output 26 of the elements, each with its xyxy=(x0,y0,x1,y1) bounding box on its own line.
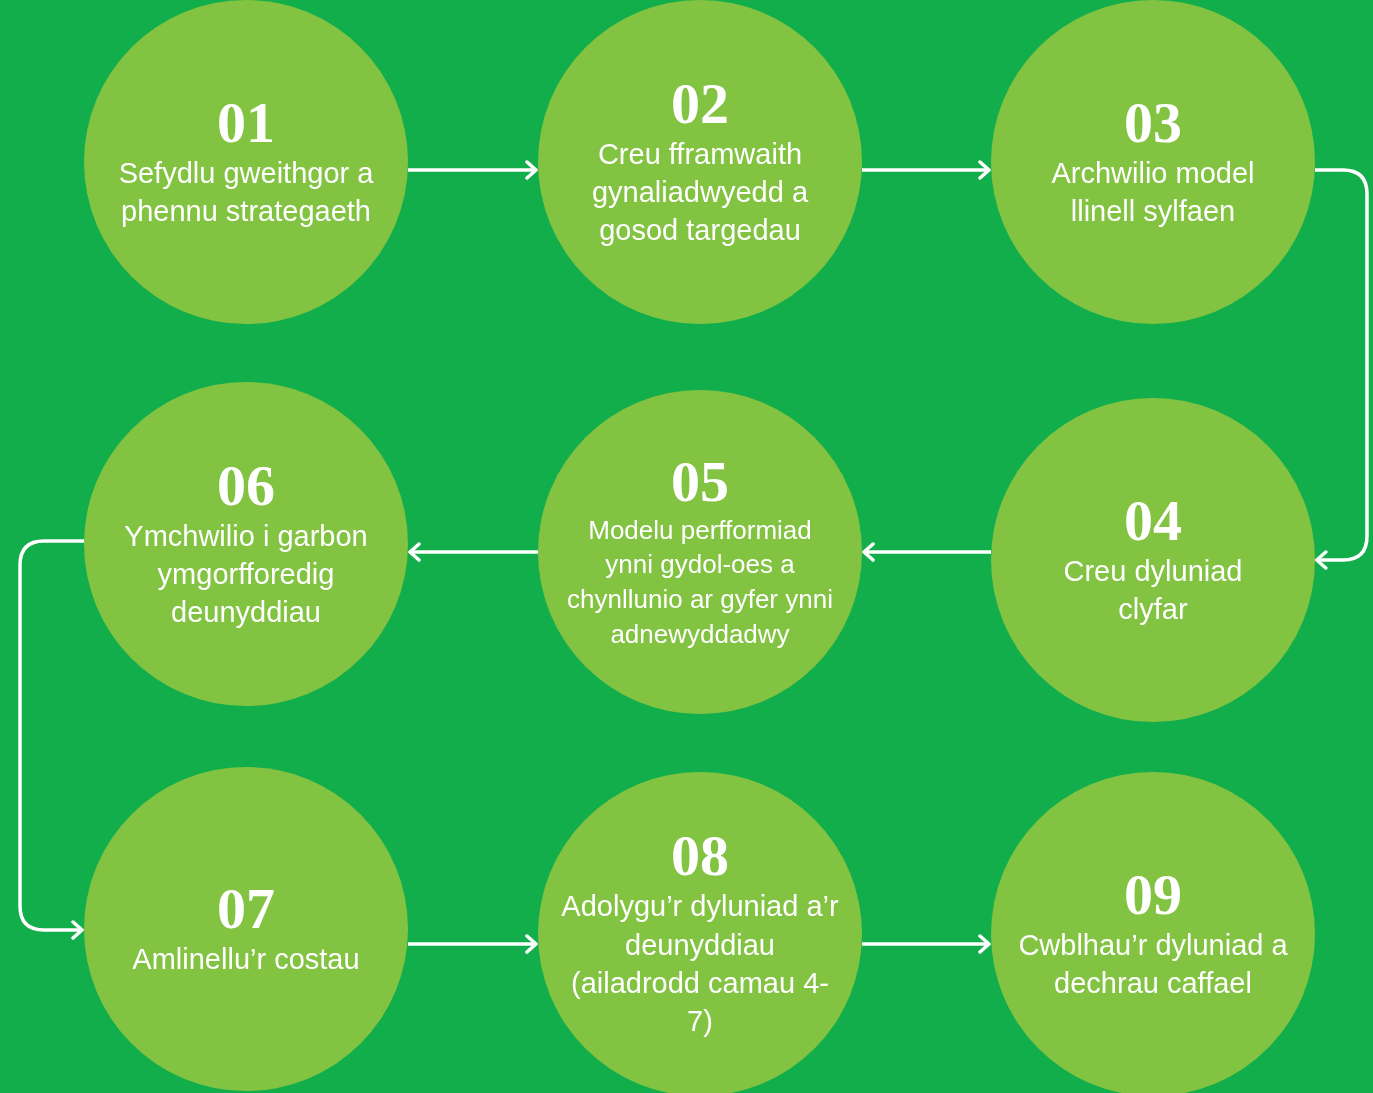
step-number: 03 xyxy=(1124,93,1182,152)
step-number: 08 xyxy=(671,827,729,886)
arrow xyxy=(862,934,991,954)
arrow xyxy=(408,934,538,954)
arrow xyxy=(1315,168,1369,570)
step-description: Sefydlu gweithgor a phennu strategaeth xyxy=(117,155,375,229)
arrow xyxy=(862,160,991,180)
step-number: 02 xyxy=(671,74,729,133)
step-description: Modelu perfformiad ynni gydol-oes a chynllunio ar gyfer ynni adnewyddadwy xyxy=(566,513,834,651)
step-description: Creu fframwaith gynaliadwyedd a gosod targedau xyxy=(590,136,809,249)
step-description: Amlinellu’r costau xyxy=(131,941,361,977)
step-description: Creu dyluniad clyfar xyxy=(1062,553,1244,627)
step-description: Adolygu’r dyluniad a’r deunyddiau (ailadrodd camau 4-7) xyxy=(560,889,840,1040)
step-description: Ymchwilio i garbon ymgorfforedig deunyddiau xyxy=(123,518,369,631)
arrow xyxy=(18,539,85,940)
step-number: 01 xyxy=(217,93,275,152)
step-number: 04 xyxy=(1124,491,1182,550)
step-number: 06 xyxy=(217,456,275,515)
arrow xyxy=(862,542,991,562)
arrow xyxy=(408,542,538,562)
arrow xyxy=(408,160,538,180)
step-description: Archwilio model llinell sylfaen xyxy=(1050,155,1256,229)
step-number: 07 xyxy=(217,879,275,938)
step-number: 05 xyxy=(671,452,729,511)
step-description: Cwblhau’r dyluniad a dechrau caffael xyxy=(1017,927,1289,1001)
step-number: 09 xyxy=(1124,865,1182,924)
